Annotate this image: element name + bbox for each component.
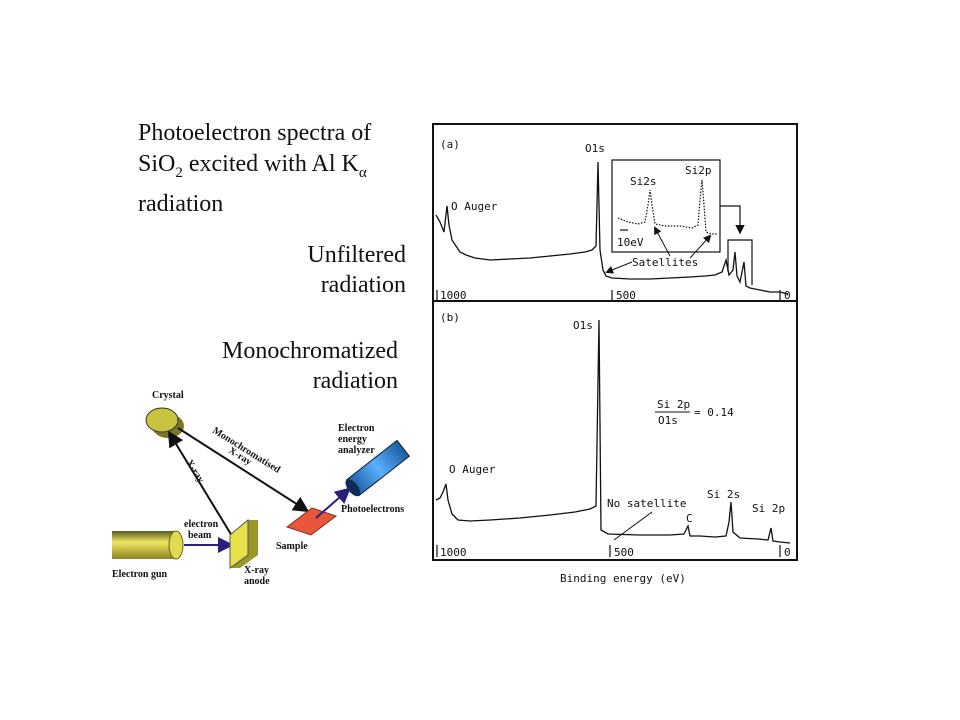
electron-beam-label-2: beam [188, 530, 212, 541]
electron-beam-label-1: electron [184, 519, 219, 530]
electron-gun [112, 530, 184, 560]
analyzer-label-1: Electron [338, 423, 375, 434]
inset-si2p-label: Si2p [685, 164, 712, 177]
title-excited: excited with Al K [182, 151, 359, 177]
inset-scale-label: 10eV [617, 236, 644, 249]
inset-link-arrow [720, 205, 745, 235]
b-si2p-label: Si 2p [752, 502, 785, 515]
unfiltered-line-2: radiation [320, 272, 406, 298]
satellite-arrow-2 [654, 226, 671, 257]
b-c-label: C [686, 512, 693, 525]
no-satellite-pointer [613, 511, 653, 541]
title-subscript: 2 [175, 164, 183, 181]
a-auger-label: O Auger [451, 200, 498, 213]
ratio-numerator: Si 2p [657, 398, 690, 411]
spectrum-frame [432, 123, 798, 561]
crystal [145, 407, 184, 438]
title-alpha: α [358, 164, 367, 181]
panel-b-label: (b) [440, 311, 460, 324]
mono-xray-label-1: Monochromatised [210, 425, 282, 476]
a-tick-1000: 1000 [440, 289, 467, 302]
inset-si2s-label: Si2s [630, 175, 657, 188]
mono-xray-beam [177, 427, 310, 513]
title-line-1: Photoelectron spectra of [138, 120, 372, 146]
monochromatized-label: Monochromatized radiation [200, 336, 398, 396]
b-o1s-label: O1s [573, 319, 593, 332]
spectrum-a-trace [435, 161, 789, 295]
panel-a-label: (a) [440, 138, 460, 151]
ratio-denominator: O1s [658, 414, 678, 427]
a-o1s-label: O1s [585, 142, 605, 155]
ratio-value: = 0.14 [694, 406, 734, 419]
photoelectron-path [315, 487, 352, 519]
b-auger-label: O Auger [449, 463, 496, 476]
photoelectrons-label: Photoelectrons [341, 504, 404, 515]
satellites-label: Satellites [632, 256, 698, 269]
xray-anode [229, 518, 258, 569]
inset-bracket [727, 239, 753, 285]
no-satellite-label: No satellite [607, 497, 686, 510]
xray-beam [167, 430, 233, 537]
x-axis-label: Binding energy (eV) [560, 572, 686, 585]
analyzer-label-3: analyzer [338, 445, 375, 456]
inset-box [611, 159, 721, 253]
satellite-arrow-3 [689, 234, 712, 259]
b-tick-500: 500 [614, 546, 634, 559]
analyzer-label-2: energy [338, 434, 367, 445]
a-tick-500: 500 [616, 289, 636, 302]
analyzer [345, 439, 411, 497]
crystal-label: Crystal [152, 390, 184, 401]
slide-title: Photoelectron spectra of SiO2 excited wi… [138, 118, 371, 220]
unfiltered-label: Unfiltered radiation [296, 240, 406, 300]
sample-label: Sample [276, 541, 308, 552]
xray-label: X-ray [183, 458, 206, 485]
anode-label-2: anode [244, 576, 270, 587]
b-tick-1000: 1000 [440, 546, 467, 559]
mono-line-1: Monochromatized [222, 338, 398, 364]
sample [285, 507, 338, 536]
b-tick-0: 0 [784, 546, 791, 559]
spectrum-b-trace [435, 319, 791, 544]
inset-trace [617, 179, 718, 235]
anode-label-1: X-ray [244, 565, 269, 576]
title-sio: SiO [138, 151, 176, 177]
a-tick-0: 0 [784, 289, 791, 302]
title-line-3: radiation [138, 190, 224, 217]
satellite-arrow-1 [605, 261, 633, 274]
title-line-2: SiO2 excited with Al Kα [138, 149, 371, 189]
mono-line-2: radiation [312, 368, 398, 394]
unfiltered-line-1: Unfiltered [307, 242, 406, 268]
b-si2s-label: Si 2s [707, 488, 740, 501]
electron-gun-label: Electron gun [112, 569, 168, 580]
